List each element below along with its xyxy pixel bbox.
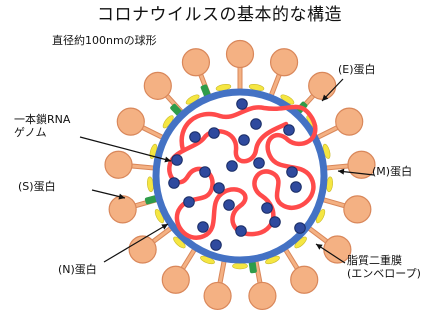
m-protein-layer — [147, 83, 333, 270]
n-protein-label: (N)蛋白 — [58, 263, 97, 276]
n-protein — [223, 199, 235, 211]
n-protein — [236, 98, 248, 110]
n-protein — [171, 154, 183, 166]
spike-protein — [116, 107, 166, 141]
spike-protein — [282, 246, 319, 294]
arrow-head — [161, 224, 168, 230]
spike-stalk-fill — [180, 247, 197, 272]
spike-head — [343, 195, 372, 224]
spike-stalk-fill — [283, 247, 300, 272]
e-protein-arrow — [321, 78, 344, 102]
diameter-note: 直径約100nmの球形 — [52, 34, 157, 47]
s-protein-label: (S)蛋白 — [18, 180, 56, 193]
spike-stalk-fill — [128, 164, 156, 170]
spike-protein — [306, 225, 352, 264]
n-protein — [226, 160, 238, 172]
lipid-bilayer-label: 脂質二重膜 (エンベロープ) — [347, 254, 421, 280]
n-protein — [250, 118, 262, 130]
n-protein — [290, 181, 302, 193]
e-protein-label: (E)蛋白 — [338, 63, 376, 76]
rna-genome-label-line1: 一本鎖RNA — [14, 113, 71, 126]
spike-head — [347, 150, 376, 179]
spike-stalk-fill — [140, 125, 165, 140]
arrow-head — [164, 156, 171, 163]
spike-head — [104, 150, 133, 179]
m-protein-arrow — [337, 168, 375, 176]
n-protein — [235, 225, 247, 237]
spike-stalk-fill — [218, 259, 226, 286]
arrow-shaft — [337, 170, 375, 176]
lipid-bilayer-label-line2: (エンベロープ) — [347, 266, 421, 280]
label-arrows — [79, 78, 375, 264]
spike-head — [143, 71, 172, 100]
n-protein — [294, 222, 306, 234]
spike-head — [116, 107, 145, 136]
spike-head — [290, 265, 319, 294]
spike-head — [248, 281, 277, 311]
spike-stalk-fill — [324, 164, 352, 170]
n-protein — [183, 196, 195, 208]
n-protein — [208, 127, 220, 139]
spike-stalk-fill — [269, 71, 282, 98]
spike-protein — [323, 150, 376, 179]
spike-head — [308, 71, 337, 100]
spike-head — [128, 235, 157, 264]
spike-stalk-fill — [254, 259, 262, 286]
spike-stalk-fill — [315, 125, 340, 140]
spike-head — [225, 39, 255, 69]
spike-stalk-fill — [307, 226, 330, 244]
spike-head — [335, 107, 364, 136]
n-protein — [210, 239, 222, 251]
n-protein — [253, 157, 265, 169]
n-protein — [213, 182, 225, 194]
arrow-head — [118, 193, 125, 200]
spike-protein — [268, 48, 299, 99]
spike-head — [203, 281, 232, 311]
spike-protein — [225, 39, 255, 93]
lipid-bilayer-label-line1: 脂質二重膜 — [347, 254, 402, 267]
spike-protein — [203, 258, 232, 311]
spike-stalk-fill — [150, 226, 173, 244]
arrow-shaft — [79, 136, 172, 162]
lipid-bilayer-arrow — [315, 243, 346, 264]
spike-head — [108, 195, 137, 224]
arrow-head — [316, 244, 323, 250]
n-protein — [238, 134, 250, 146]
arrow-head — [322, 94, 329, 101]
n-protein-layer — [168, 98, 306, 251]
rna-genome-label-line2: ゲノム — [14, 125, 47, 139]
m-protein — [232, 262, 248, 270]
spike-arrow — [91, 189, 126, 200]
spike-head — [269, 48, 299, 77]
n-protein — [283, 124, 295, 136]
n-protein — [199, 166, 211, 178]
n-protein — [189, 131, 201, 143]
spike-protein — [104, 150, 157, 179]
n-protein-arrow — [103, 223, 169, 263]
spike-protein — [320, 195, 372, 224]
arrow-head — [338, 168, 345, 175]
arrow-shaft — [103, 223, 169, 263]
spike-head — [181, 48, 211, 77]
n-protein — [168, 177, 180, 189]
n-protein — [269, 216, 281, 228]
n-protein — [261, 202, 273, 214]
n-protein — [197, 221, 209, 233]
rna-genome-label: 一本鎖RNA ゲノム — [14, 113, 71, 139]
m-protein-label: (M)蛋白 — [372, 165, 413, 178]
spike-protein — [161, 246, 198, 294]
spike-stalk-fill — [321, 198, 348, 208]
spike-protein — [314, 107, 364, 141]
spike-protein — [128, 225, 174, 264]
spike-protein — [248, 258, 277, 311]
page-title: コロナウイルスの基本的な構造 — [97, 5, 342, 25]
spike-head — [161, 265, 190, 294]
rna-genome-arrow — [79, 136, 172, 163]
n-protein — [286, 166, 298, 178]
